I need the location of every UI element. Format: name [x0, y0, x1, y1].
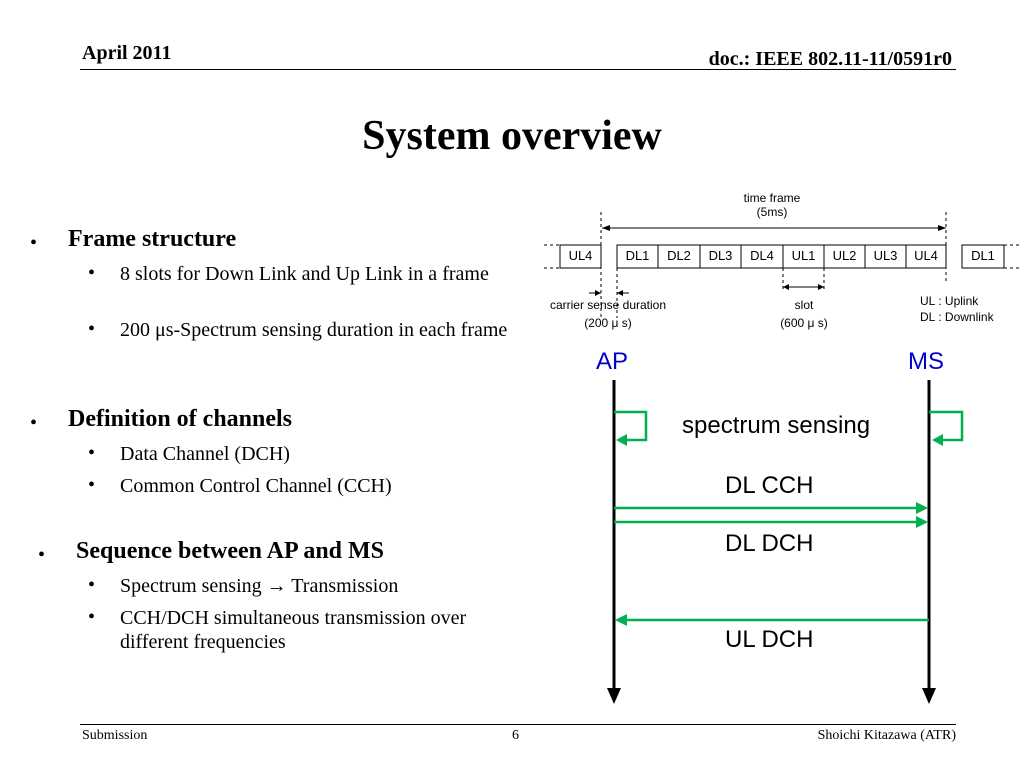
bullet-heading-frame-structure: Frame structure	[68, 226, 237, 252]
bullet-item: CCH/DCH simultaneous transmission over d…	[120, 607, 467, 653]
bullet-dot: •	[88, 262, 96, 284]
bullet-item: 8 slots for Down Link and Up Link in a f…	[120, 263, 489, 285]
bullet-dot: •	[88, 606, 96, 628]
bullet-heading-sequence: Sequence between AP and MS	[76, 538, 385, 564]
slot-cell: UL1	[791, 248, 816, 263]
ms-label: MS	[908, 348, 944, 375]
bullet-dot: •	[88, 442, 96, 464]
time-frame-value: (5ms)	[756, 205, 788, 219]
footer-submission: Submission	[82, 728, 148, 743]
slot-cell: DL4	[750, 248, 774, 263]
dl-dch-label: DL DCH	[725, 530, 814, 557]
bullet-dot: •	[88, 574, 96, 596]
footer-author: Shoichi Kitazawa (ATR)	[817, 728, 956, 743]
slot-cell: DL3	[708, 248, 733, 263]
legend-uplink: UL : Uplink	[920, 294, 979, 308]
bullet-dot: •	[30, 412, 38, 434]
spectrum-sensing-label: spectrum sensing	[682, 412, 871, 439]
slot-cell: DL1	[625, 248, 650, 263]
header-date: April 2011	[82, 42, 172, 64]
bullet-item: Data Channel (DCH)	[120, 443, 290, 465]
slot-cell: UL4	[914, 248, 938, 263]
slot-cell: DL2	[667, 248, 691, 263]
slot-cell: UL3	[873, 248, 898, 263]
bullet-dot: •	[30, 232, 38, 254]
slot-cell: DL1	[971, 248, 995, 263]
page-title: System overview	[362, 113, 662, 159]
ap-label: AP	[596, 348, 629, 375]
footer-page-number: 6	[512, 728, 519, 743]
slot-value: (600 μ s)	[780, 316, 828, 330]
dl-cch-label: DL CCH	[725, 472, 814, 499]
bullet-dot: •	[38, 544, 46, 566]
carrier-sense-value: (200 μ s)	[584, 316, 632, 330]
bullet-heading-channels: Definition of channels	[68, 406, 293, 432]
slot-cell: UL2	[832, 248, 857, 263]
bullet-item: Common Control Channel (CCH)	[120, 475, 392, 497]
carrier-sense-label: carrier sense duration	[549, 298, 667, 312]
bullet-dot: •	[88, 474, 96, 496]
bullet-dot: •	[88, 318, 96, 340]
time-frame-label: time frame	[743, 191, 801, 205]
bullet-item: 200 μs-Spectrum sensing duration in each…	[120, 319, 508, 341]
header-doc-id: doc.: IEEE 802.11-11/0591r0	[708, 48, 952, 70]
footer-rule	[80, 724, 956, 725]
slot-label: slot	[794, 298, 814, 312]
legend-downlink: DL : Downlink	[920, 310, 994, 324]
header-rule	[80, 69, 956, 70]
slot-cell: UL4	[568, 248, 593, 263]
ul-dch-label: UL DCH	[725, 626, 814, 653]
bullet-item: Spectrum sensing → Transmission	[120, 575, 399, 597]
